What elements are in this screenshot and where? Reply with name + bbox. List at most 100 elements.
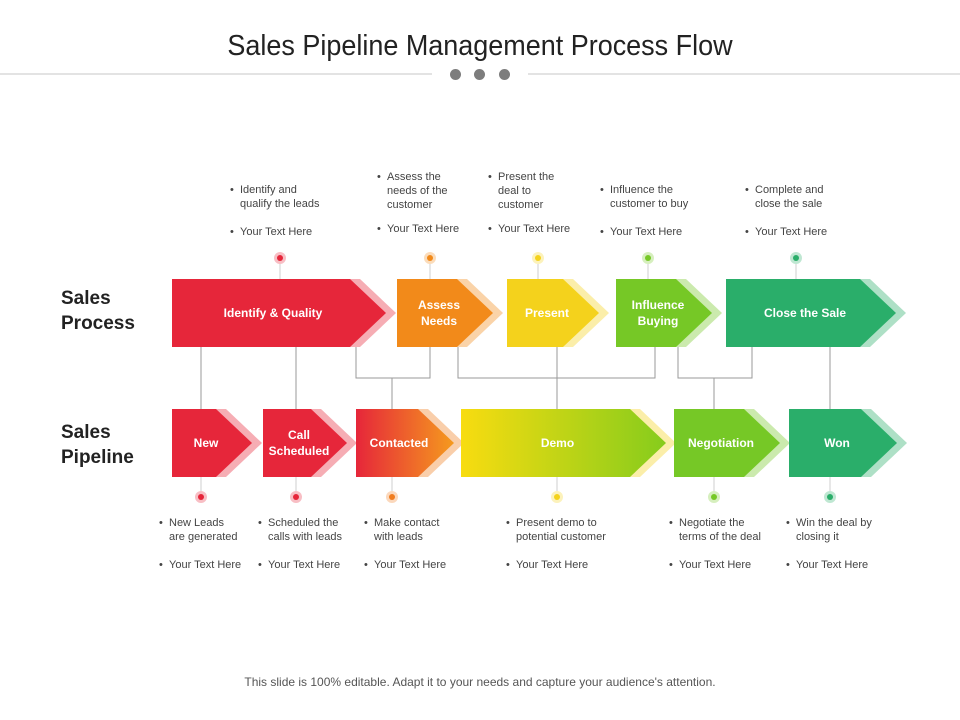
note-line: deal to: [498, 185, 532, 197]
footer-note: This slide is 100% editable. Adapt it to…: [244, 675, 716, 689]
bullet: •: [506, 517, 510, 529]
note-line: customer to buy: [610, 198, 689, 210]
note-line: Make contact: [374, 517, 440, 529]
process-step-label: Identify & Quality: [224, 306, 323, 320]
note-line: close the sale: [755, 198, 823, 210]
row-label-sales-process: Sales Process: [61, 286, 135, 336]
note-line: are generated: [169, 531, 238, 543]
pipeline-step-label: Contacted: [370, 436, 429, 450]
note-text: Influence the customer to buy: [610, 183, 710, 211]
bullet: •: [669, 559, 673, 571]
process-arrow: [507, 279, 599, 347]
bullet: •: [745, 226, 749, 238]
note-line: Scheduled the: [268, 517, 339, 529]
process-step-label: Assess: [418, 298, 460, 312]
bullet: •: [669, 517, 673, 529]
process-step-label: Close the Sale: [764, 306, 846, 320]
marker-dots: [195, 252, 836, 503]
pipeline-marker-dot: [198, 494, 204, 500]
note-line: potential customer: [516, 531, 606, 543]
pipeline-step-label: Demo: [541, 436, 574, 450]
note-line: Present the: [498, 171, 555, 183]
note-text: Win the deal by closing it: [796, 516, 898, 544]
bullet: •: [258, 559, 262, 571]
pipeline-marker-dot: [554, 494, 560, 500]
connector-line: [677, 347, 753, 409]
process-marker-dot: [427, 255, 433, 261]
pipeline-marker-dot: [389, 494, 395, 500]
note-line: Win the deal by: [796, 517, 872, 529]
divider-dot: [450, 69, 461, 80]
note-text: Present demo to potential customer: [516, 516, 618, 544]
page-title: Sales Pipeline Management Process Flow: [227, 30, 733, 62]
note-line: customer: [387, 199, 433, 211]
row-label-line: Sales: [61, 288, 111, 309]
bullet: •: [600, 226, 604, 238]
note-line: Assess the: [387, 171, 441, 183]
process-marker-dot: [277, 255, 283, 261]
note-placeholder-text: Your Text Here: [387, 223, 460, 235]
pipeline-step-label: Won: [824, 436, 850, 450]
note-text: New Leads are generated: [169, 516, 271, 544]
divider-dot: [499, 69, 510, 80]
bullet: •: [745, 184, 749, 196]
process-step-label: Influence: [632, 298, 685, 312]
bullet: •: [159, 559, 163, 571]
bullet: •: [364, 517, 368, 529]
process-arrow: [726, 279, 896, 347]
note-placeholder-text: Your Text Here: [679, 559, 752, 571]
note-line: Influence the: [610, 184, 673, 196]
bullet: •: [377, 223, 381, 235]
note-line: Negotiate the: [679, 517, 745, 529]
process-step-label: Present: [525, 306, 569, 320]
bullet: •: [786, 559, 790, 571]
note-placeholder-text: Your Text Here: [498, 223, 571, 235]
pipeline-marker-dot: [711, 494, 717, 500]
process-arrow: [172, 279, 386, 347]
note-placeholder-text: Your Text Here: [610, 226, 683, 238]
arrow-shapes: Identify & QualityAssessNeedsPresentInfl…: [172, 279, 897, 477]
row-label-line: Process: [61, 313, 135, 334]
note-placeholder-text: Your Text Here: [374, 559, 447, 571]
pipeline-marker-dot: [827, 494, 833, 500]
bullet: •: [377, 171, 381, 183]
process-marker-dot: [645, 255, 651, 261]
note-text: Negotiate the terms of the deal: [679, 516, 781, 544]
note-line: terms of the deal: [679, 531, 761, 543]
note-placeholder-text: Your Text Here: [240, 226, 313, 238]
note-line: qualify the leads: [240, 198, 320, 210]
pipeline-arrow: [172, 409, 252, 477]
pipeline-step-note: • Negotiate the terms of the deal • Your Tex…: [669, 516, 781, 572]
note-line: calls with leads: [268, 531, 342, 543]
note-placeholder-text: Your Text Here: [796, 559, 869, 571]
note-line: Present demo to: [516, 517, 597, 529]
note-line: closing it: [796, 531, 839, 543]
note-placeholder-text: Your Text Here: [516, 559, 589, 571]
pipeline-arrow: [263, 409, 347, 477]
note-placeholder-text: Your Text Here: [755, 226, 828, 238]
bullet: •: [786, 517, 790, 529]
bullet: •: [230, 226, 234, 238]
note-line: New Leads: [169, 517, 225, 529]
divider-dot: [474, 69, 485, 80]
note-line: customer: [498, 199, 544, 211]
connector-line: [355, 347, 431, 379]
row-label-line: Pipeline: [61, 447, 134, 468]
pipeline-step-note: • Win the deal by closing it • Your Text Her…: [786, 516, 898, 572]
pipeline-arrow: [674, 409, 780, 477]
pipeline-arrow: [789, 409, 897, 477]
connector-lines: [200, 347, 831, 409]
pipeline-step-label: Scheduled: [269, 444, 330, 458]
row-label-sales-pipeline: Sales Pipeline: [61, 420, 134, 470]
